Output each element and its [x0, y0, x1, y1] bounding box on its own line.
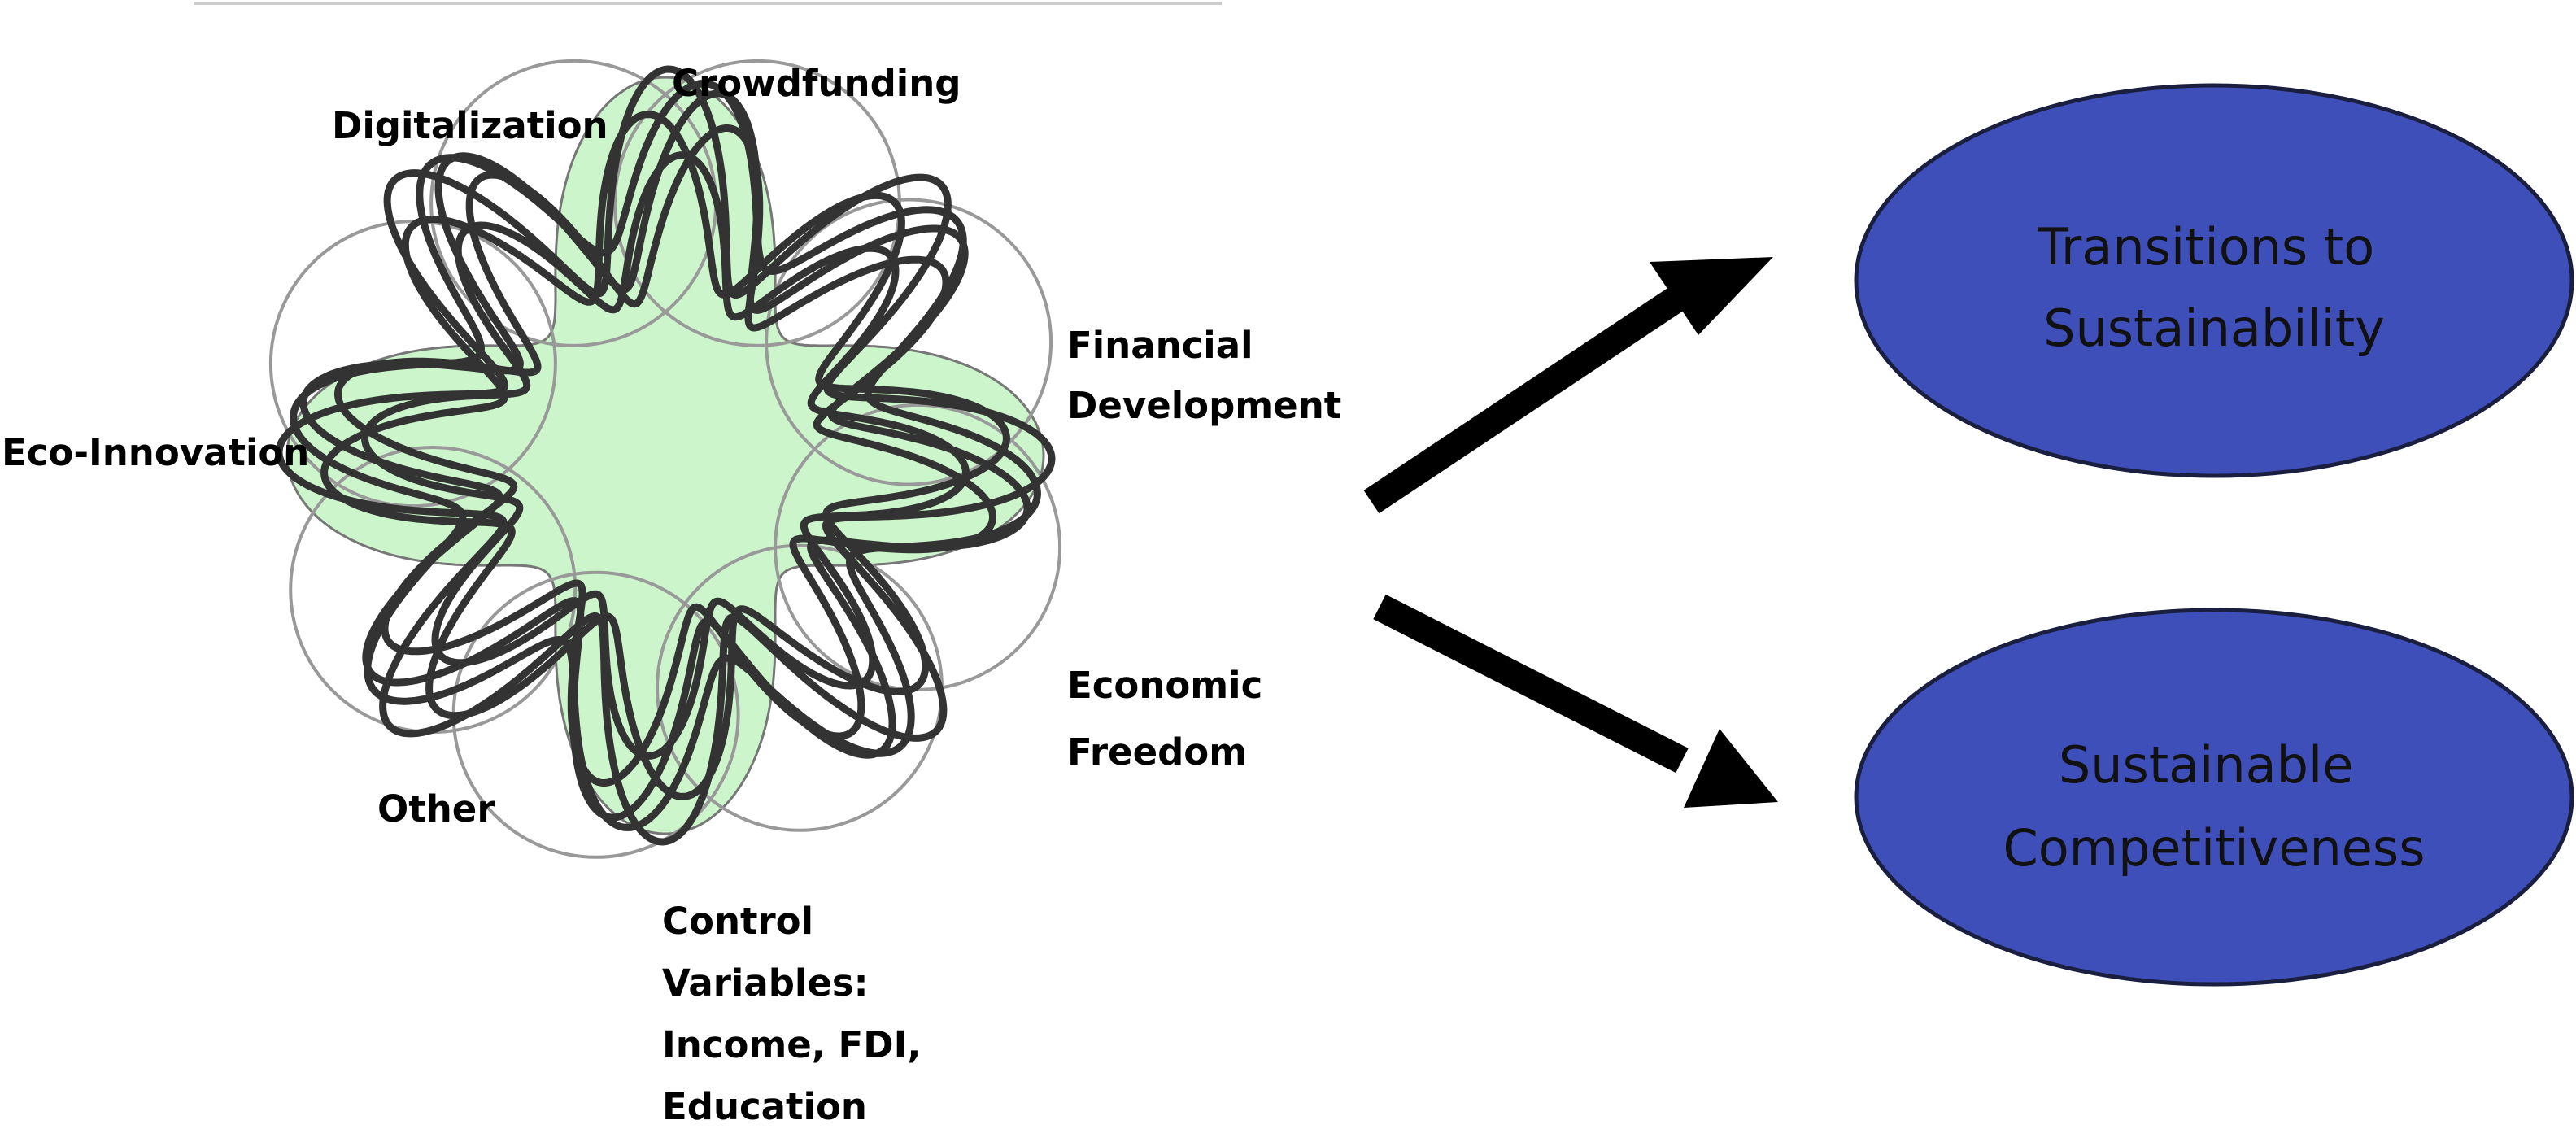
outcome-competitiveness: Sustainable Competitiveness: [1854, 608, 2574, 987]
factor-line: Crowdfunding: [672, 62, 961, 105]
factor-line: Economic: [1067, 664, 1262, 707]
knot-line: [275, 65, 1056, 846]
outcome-transitions: Transitions to Sustainability: [1854, 83, 2574, 478]
outcome-label-transitions: Transitions to Sustainability: [2037, 217, 2391, 358]
factor-line: Eco-Innovation: [2, 431, 309, 474]
factor-label-crowdfunding: Crowdfunding: [672, 62, 961, 105]
factor-label-economic-freedom: Economic Freedom: [1067, 664, 1275, 774]
factor-line: Development: [1067, 384, 1341, 427]
highlight-region: [285, 76, 1045, 835]
factor-line: Other: [377, 787, 495, 830]
factor-label-other: Other: [377, 787, 495, 830]
factor-line: Freedom: [1067, 730, 1247, 774]
arrow-to-competitiveness: [1373, 594, 1778, 808]
arrow-shaft: [1363, 287, 1684, 514]
arrowhead: [1650, 257, 1773, 335]
knot-graphic: [268, 59, 1062, 859]
factor-line: Variables:: [662, 961, 869, 1005]
factor-line: Income, FDI,: [662, 1023, 921, 1066]
outcome-line: Transitions to: [2037, 217, 2374, 277]
outcome-label-competitiveness: Sustainable Competitiveness: [2003, 735, 2425, 878]
factor-label-financial-development: Financial Development: [1067, 324, 1341, 427]
arrow-shaft: [1373, 594, 1689, 774]
arrow-to-transitions: [1363, 257, 1773, 514]
factor-label-digitalization: Digitalization: [332, 104, 608, 147]
outcome-line: Sustainable: [2059, 735, 2354, 795]
factor-label-eco-innovation: Eco-Innovation: [2, 431, 309, 474]
factor-line: Control: [662, 900, 813, 943]
factor-line: Digitalization: [332, 104, 608, 147]
factor-line: Education: [662, 1085, 867, 1128]
outcome-line: Competitiveness: [2003, 818, 2425, 878]
factor-label-control-variables: Control Variables: Income, FDI, Educatio…: [662, 900, 934, 1128]
factor-line: Financial: [1067, 324, 1253, 367]
arrowhead: [1684, 729, 1778, 808]
outcome-ellipse: [1854, 608, 2574, 987]
outcome-line: Sustainability: [2043, 299, 2385, 358]
petal-outline: [765, 198, 1053, 486]
knot-lines: [275, 65, 1056, 846]
knot-line: [320, 111, 1010, 800]
outcome-ellipse: [1854, 83, 2574, 478]
